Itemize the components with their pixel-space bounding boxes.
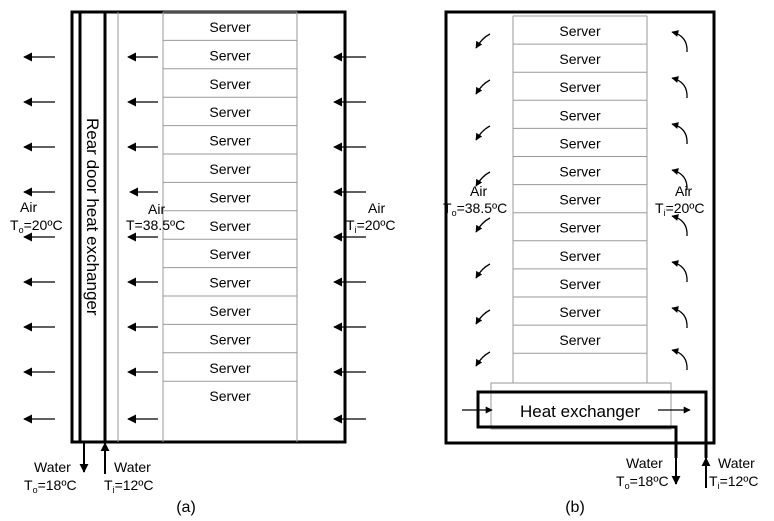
server-label: Server bbox=[209, 47, 251, 63]
air-return-arrow bbox=[475, 351, 491, 367]
server-label: Server bbox=[559, 248, 601, 264]
caption-b: (b) bbox=[565, 499, 585, 516]
server-label: Server bbox=[209, 218, 251, 234]
air-return-arrow bbox=[475, 217, 491, 233]
air-return-arrow bbox=[475, 125, 491, 141]
water-out-temp-b: To=18ºC bbox=[616, 473, 669, 491]
server-label: Server bbox=[559, 107, 601, 123]
air-inlet-temp-b: Ti=20ºC bbox=[655, 200, 705, 218]
server-label: Server bbox=[209, 76, 251, 92]
water-out-label-a: Water bbox=[34, 459, 71, 475]
heat-exchanger-label: Heat exchanger bbox=[520, 402, 640, 421]
server-label: Server bbox=[209, 360, 251, 376]
server-label: Server bbox=[209, 303, 251, 319]
air-mid-temp-a: T=38.5ºC bbox=[126, 217, 185, 233]
water-in-temp-a: Ti=12ºC bbox=[104, 477, 154, 495]
air-outlet-temp-b: To=38.5ºC bbox=[443, 200, 507, 218]
air-supply-arrow bbox=[671, 122, 688, 145]
caption-a: (a) bbox=[176, 499, 196, 516]
air-supply-arrow bbox=[671, 214, 688, 237]
server-label: Server bbox=[209, 331, 251, 347]
server-label: Server bbox=[559, 135, 601, 151]
air-supply-arrow bbox=[671, 348, 688, 371]
air-outlet-label-a: Air bbox=[20, 199, 37, 215]
diagram-b: ServerServerServerServerServerServerServ… bbox=[443, 10, 759, 516]
air-outlet-temp-a: To=20ºC bbox=[10, 217, 63, 235]
server-label: Server bbox=[559, 276, 601, 292]
air-return-arrow bbox=[475, 79, 491, 95]
server-label: Server bbox=[559, 79, 601, 95]
water-in-label-a: Water bbox=[114, 459, 151, 475]
air-outlet-label-b: Air bbox=[470, 183, 487, 199]
server-label: Server bbox=[209, 189, 251, 205]
diagram-a: Rear door heat exchanger ServerServerSer… bbox=[10, 10, 396, 516]
server-label: Server bbox=[209, 275, 251, 291]
server-label: Server bbox=[559, 164, 601, 180]
air-inlet-label-a: Air bbox=[368, 200, 385, 216]
airflow-arrows-a bbox=[23, 52, 366, 424]
air-supply-arrow bbox=[671, 30, 688, 53]
server-stack-a: ServerServerServerServerServerServerServ… bbox=[163, 11, 297, 404]
air-return-arrow bbox=[475, 171, 491, 187]
server-label: Server bbox=[209, 104, 251, 120]
air-return-arrow bbox=[475, 263, 491, 279]
server-label: Server bbox=[559, 220, 601, 236]
air-supply-arrow bbox=[671, 260, 688, 283]
air-inlet-label-b: Air bbox=[675, 183, 692, 199]
airflow-arrows-b bbox=[475, 30, 688, 371]
heat-exchanger-housing bbox=[490, 382, 672, 430]
server-label: Server bbox=[559, 304, 601, 320]
air-return-arrow bbox=[475, 33, 491, 49]
server-label: Server bbox=[209, 246, 251, 262]
water-in-temp-b: Ti=12ºC bbox=[709, 473, 759, 491]
server-label: Server bbox=[559, 23, 601, 39]
server-label: Server bbox=[209, 161, 251, 177]
air-supply-arrow bbox=[671, 306, 688, 329]
air-supply-arrow bbox=[671, 168, 688, 191]
rear-door-label: Rear door heat exchanger bbox=[83, 118, 102, 316]
air-return-arrow bbox=[475, 309, 491, 325]
server-label: Server bbox=[209, 19, 251, 35]
server-stack-b: ServerServerServerServerServerServerServ… bbox=[513, 15, 647, 354]
air-inlet-temp-a: Ti=20ºC bbox=[346, 217, 396, 235]
server-label: Server bbox=[209, 133, 251, 149]
water-out-label-b: Water bbox=[626, 455, 663, 471]
air-supply-arrow bbox=[671, 76, 688, 99]
server-label: Server bbox=[559, 51, 601, 67]
server-label: Server bbox=[209, 388, 251, 404]
server-label: Server bbox=[559, 192, 601, 208]
server-label: Server bbox=[559, 332, 601, 348]
air-mid-label-a: Air bbox=[148, 201, 165, 217]
water-out-temp-a: To=18ºC bbox=[24, 477, 77, 495]
water-in-label-b: Water bbox=[718, 455, 755, 471]
rack-b-frame bbox=[444, 10, 716, 445]
